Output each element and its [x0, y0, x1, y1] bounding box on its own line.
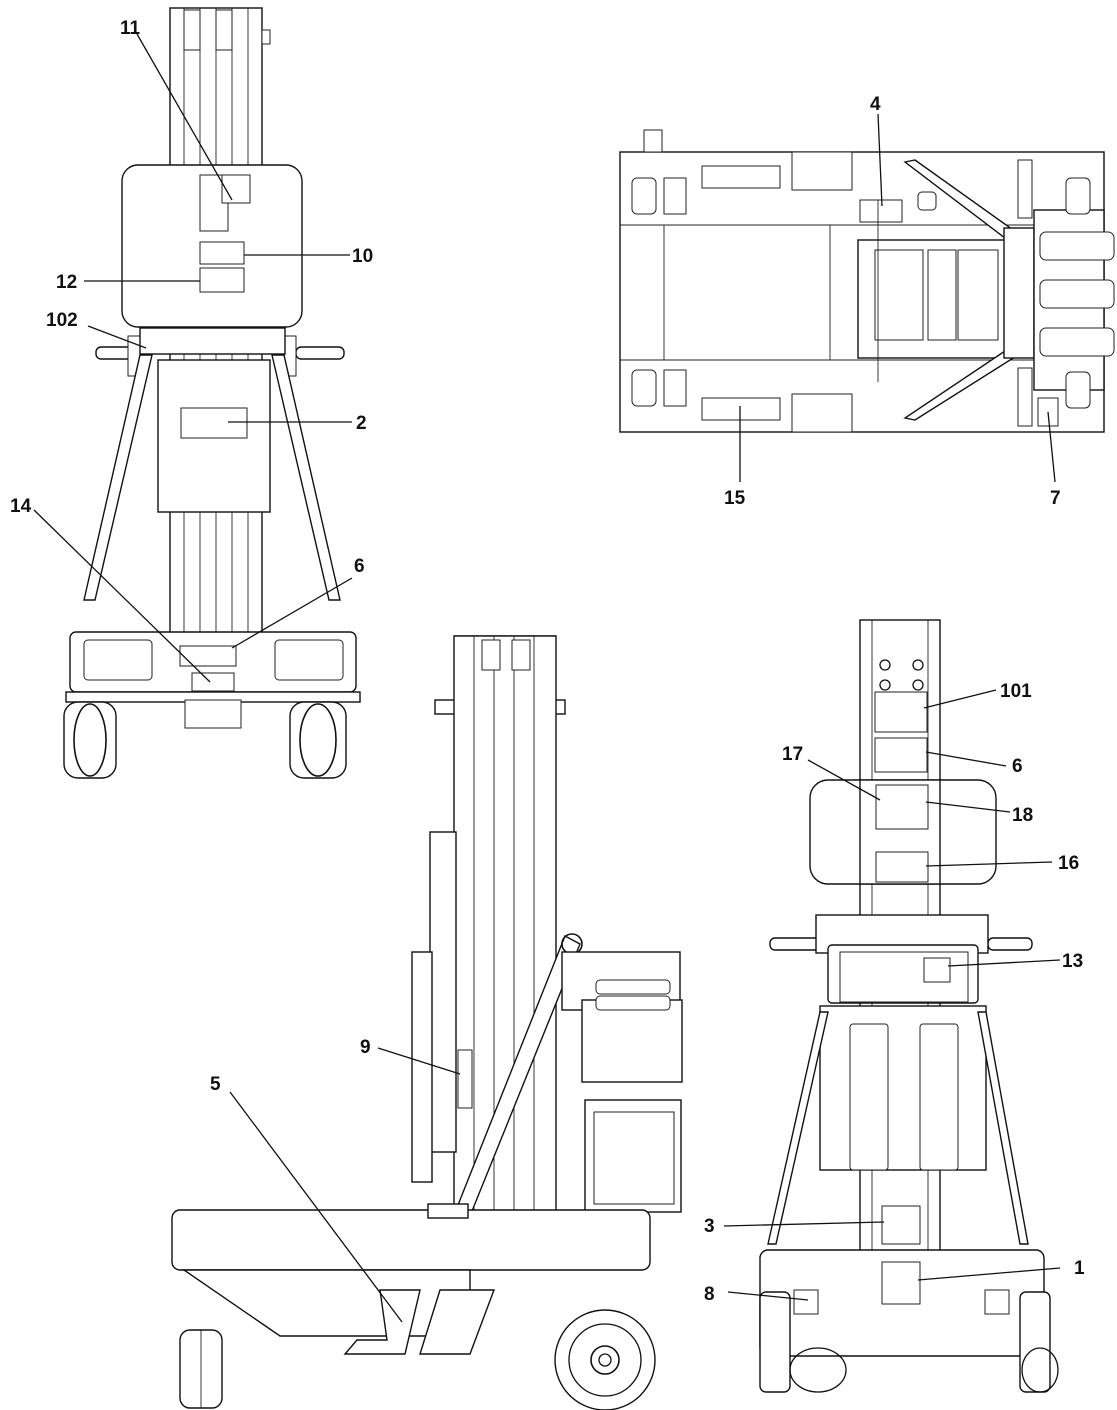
decal-14 — [191, 672, 235, 692]
decal-16 — [875, 851, 929, 883]
decal-8 — [793, 1289, 819, 1315]
callout-13: 13 — [1062, 951, 1083, 972]
callout-101: 101 — [1000, 681, 1032, 702]
callout-4: 4 — [870, 94, 881, 115]
callout-16: 16 — [1058, 853, 1079, 874]
decal-17 — [875, 784, 929, 830]
callout-6-front: 6 — [354, 556, 365, 577]
callout-102: 102 — [46, 310, 78, 331]
callout-labels: 11 10 12 102 2 14 6 4 15 7 5 9 101 6 17 … — [10, 18, 1085, 1305]
decal-1 — [881, 1261, 921, 1305]
decal-13 — [923, 957, 951, 983]
callout-17: 17 — [782, 744, 803, 765]
callout-5: 5 — [210, 1074, 221, 1095]
callout-1: 1 — [1074, 1258, 1085, 1279]
rear-view — [759, 619, 1059, 1393]
callout-6-rear: 6 — [1012, 756, 1023, 777]
decal-6-rear — [874, 737, 928, 773]
callout-2: 2 — [356, 413, 367, 434]
callout-7: 7 — [1050, 488, 1061, 509]
decal-101 — [874, 691, 928, 733]
decal-15-top — [701, 165, 781, 189]
decal-6-front — [179, 645, 237, 667]
decal-9 — [457, 1049, 473, 1109]
side-view — [171, 635, 683, 1410]
front-view — [63, 7, 361, 779]
callout-9: 9 — [360, 1037, 371, 1058]
callout-10: 10 — [352, 246, 373, 267]
decal-4 — [859, 199, 903, 223]
decal-12 — [199, 267, 245, 293]
callout-18: 18 — [1012, 805, 1033, 826]
callout-11: 11 — [120, 18, 141, 39]
leader-lines — [33, 33, 1061, 1323]
top-view — [619, 129, 1115, 433]
decal-15-bottom — [701, 397, 781, 421]
decal-2 — [180, 407, 248, 439]
callout-3: 3 — [704, 1216, 715, 1237]
callout-8: 8 — [704, 1284, 715, 1305]
callout-12: 12 — [56, 272, 77, 293]
decal-3 — [881, 1205, 921, 1245]
decal-10 — [199, 241, 245, 265]
callout-14: 14 — [10, 496, 32, 517]
callout-15: 15 — [724, 488, 746, 509]
